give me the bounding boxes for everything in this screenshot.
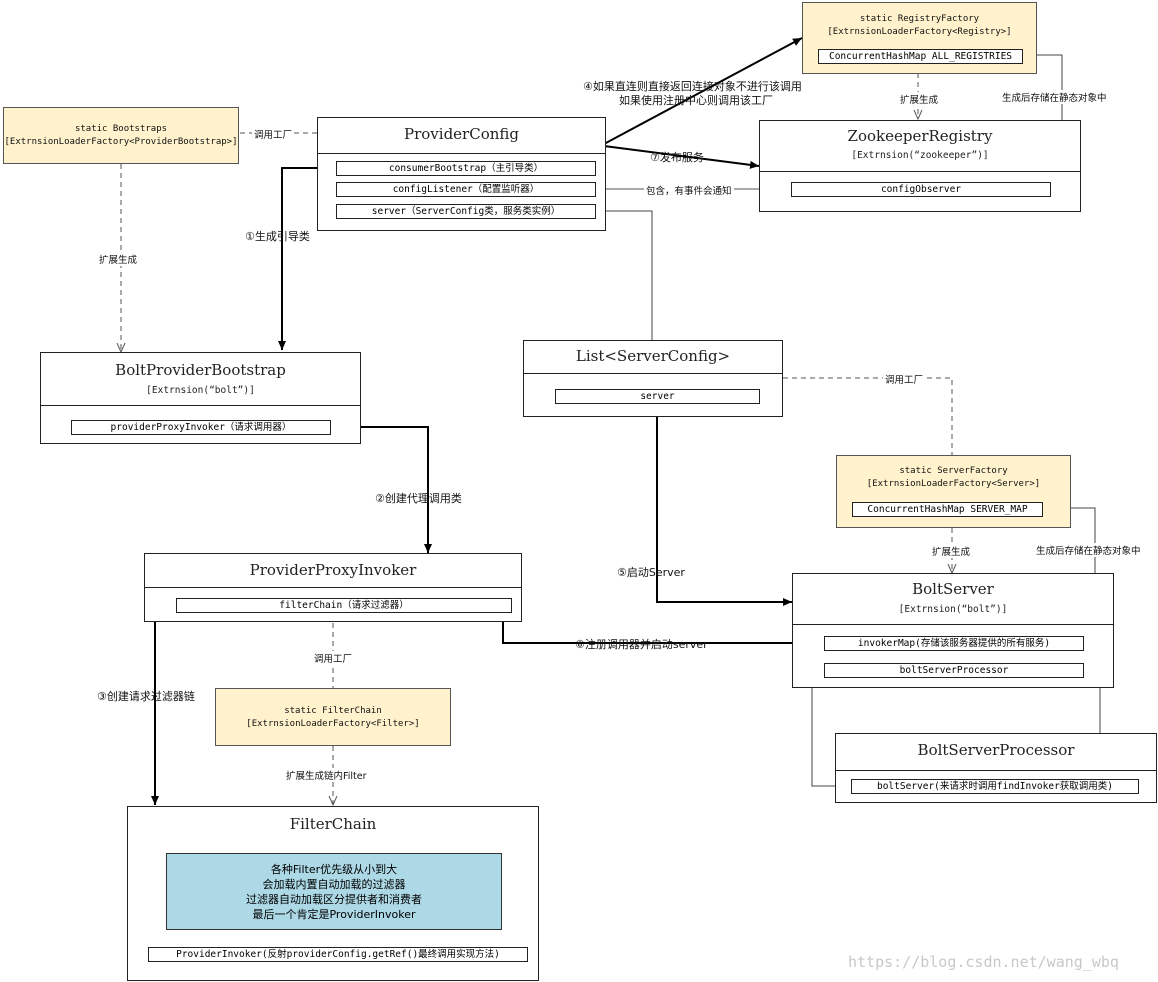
zookeeper-registry-divider — [760, 171, 1080, 172]
filter-note: 最后一个肯定是ProviderInvoker — [252, 908, 416, 921]
bolt-server-processor-title: BoltServerProcessor — [917, 741, 1075, 759]
step6-label: ⑥注册调用器并启动server — [575, 638, 708, 651]
step2-connector — [330, 426, 432, 553]
provider-config-box: ProviderConfig consumerBootstrap（主引导类） c… — [317, 117, 606, 231]
extend-filter-label: 扩展生成链内Filter — [284, 768, 369, 782]
provider-invoker-field: ProviderInvoker(反射providerConfig.getRef(… — [148, 947, 528, 962]
server-factory-title: static ServerFactory — [899, 466, 1008, 476]
provider-config-title: ProviderConfig — [404, 125, 519, 143]
bootstraps-box: static Bootstraps [ExtrnsionLoaderFactor… — [3, 107, 239, 164]
store-static-label: 生成后存储在静态对象中 — [1034, 543, 1143, 557]
step2-label: ②创建代理调用类 — [375, 492, 462, 505]
bolt-server-title: BoltServer — [912, 580, 994, 598]
provider-proxy-invoker-box: ProviderProxyInvoker filterChain（请求过滤器） — [144, 553, 522, 622]
server-config-list-divider — [524, 373, 782, 374]
step6-connector — [502, 622, 824, 647]
bolt-server-processor-field: boltServerProcessor — [824, 663, 1084, 678]
server-config-field: server（ServerConfig类，服务类实例） — [336, 204, 596, 219]
filter-chain-title: FilterChain — [289, 815, 377, 833]
registry-factory-title: static RegistryFactory — [859, 14, 980, 24]
watermark: https://blog.csdn.net/wang_wbq — [848, 953, 1119, 971]
server-factory-generic: [ExtrnsionLoaderFactory<Server>] — [866, 479, 1041, 489]
zookeeper-registry-box: ZookeeperRegistry [Extrnsion(“zookeeper”… — [759, 120, 1081, 212]
filter-chain-factory-title: static FilterChain — [284, 706, 382, 716]
bootstraps-title: static Bootstraps — [74, 124, 168, 134]
bolt-provider-bootstrap-box: BoltProviderBootstrap [Extrnsion(“bolt”)… — [40, 352, 361, 444]
registry-factory-generic: [ExtrnsionLoaderFactory<Registry>] — [827, 27, 1012, 37]
bolt-server-divider — [793, 624, 1113, 625]
all-registries-field: ConcurrentHashMap ALL_REGISTRIES — [818, 49, 1023, 64]
list-call-serverfactory-connector — [783, 377, 953, 455]
extend-label: 扩展生成 — [930, 544, 973, 558]
server-factory-box: static ServerFactory [ExtrnsionLoaderFac… — [836, 455, 1071, 528]
call-factory-label: 调用工厂 — [252, 127, 295, 141]
bolt-provider-bootstrap-title: BoltProviderBootstrap — [115, 361, 286, 379]
consumer-bootstrap-field: consumerBootstrap（主引导类） — [336, 161, 596, 176]
filter-note: 会加载内置自动加载的过滤器 — [262, 878, 406, 891]
server-config-list-box: List<ServerConfig> server — [523, 340, 783, 417]
zookeeper-registry-extension: [Extrnsion(“zookeeper”)] — [851, 150, 989, 161]
step4-label-line1: ④如果直连则直接返回连接对象不进行该调用 — [583, 80, 802, 93]
step3-connector — [151, 605, 176, 805]
call-factory-label: 调用工厂 — [883, 372, 926, 386]
filter-chain-notes: 各种Filter优先级从小到大 会加载内置自动加载的过滤器 过滤器自动加载区分提… — [166, 853, 502, 930]
config-listener-field: configListener（配置监听器） — [336, 182, 596, 197]
server-list-field: server — [555, 389, 760, 404]
filter-chain-factory-box: static FilterChain [ExtrnsionLoaderFacto… — [215, 688, 451, 746]
config-observer-field: configObserver — [791, 182, 1051, 197]
step3-label: ③创建请求过滤器链 — [97, 690, 195, 703]
step7-label: ⑦发布服务 — [650, 151, 704, 164]
provider-proxy-invoker-title: ProviderProxyInvoker — [249, 561, 417, 579]
bolt-provider-bootstrap-divider — [41, 405, 360, 406]
server-map-field: ConcurrentHashMap SERVER_MAP — [852, 502, 1043, 517]
step7-connector — [603, 145, 760, 169]
bootstraps-generic: [ExtrnsionLoaderFactory<ProviderBootstra… — [4, 137, 238, 147]
call-factory-label: 调用工厂 — [312, 651, 355, 665]
step1-label: ①生成引导类 — [245, 230, 310, 243]
server-list-connector — [595, 210, 653, 340]
step5-label: ⑤启动Server — [617, 566, 685, 579]
bolt-server-backref-field: boltServer(来请求时调用findInvoker获取调用类) — [851, 779, 1139, 794]
contains-notify-label: 包含，有事件会通知 — [644, 183, 734, 197]
step4-connector — [603, 37, 803, 145]
provider-proxy-invoker-divider — [145, 587, 521, 588]
bolt-provider-bootstrap-extension: [Extrnsion(“bolt”)] — [146, 385, 255, 396]
filter-note: 过滤器自动加载区分提供者和消费者 — [246, 893, 422, 906]
extend-label: 扩展生成 — [97, 252, 140, 266]
filter-note: 各种Filter优先级从小到大 — [270, 863, 398, 876]
invoker-map-field: invokerMap(存储该服务器提供的所有服务) — [824, 636, 1084, 651]
bolt-server-box: BoltServer [Extrnsion(“bolt”)] invokerMa… — [792, 573, 1114, 688]
bolt-server-processor-divider — [836, 770, 1156, 771]
registry-factory-box: static RegistryFactory [ExtrnsionLoaderF… — [802, 2, 1037, 74]
filter-chain-field: filterChain（请求过滤器） — [176, 598, 512, 613]
step5-connector — [656, 402, 792, 606]
filter-chain-box: FilterChain 各种Filter优先级从小到大 会加载内置自动加载的过滤… — [127, 806, 539, 981]
provider-config-divider — [318, 153, 605, 154]
filter-chain-factory-generic: [ExtrnsionLoaderFactory<Filter>] — [246, 719, 420, 729]
server-config-list-title: List<ServerConfig> — [575, 347, 731, 365]
bolt-server-processor-box: BoltServerProcessor boltServer(来请求时调用fin… — [835, 733, 1157, 803]
step4-label-line2: 如果使用注册中心则调用该工厂 — [619, 94, 773, 107]
provider-proxy-invoker-field: providerProxyInvoker（请求调用器） — [71, 420, 331, 435]
zookeeper-registry-title: ZookeeperRegistry — [847, 127, 993, 145]
extend-label: 扩展生成 — [898, 92, 941, 106]
store-static-label: 生成后存储在静态对象中 — [1000, 90, 1109, 104]
bolt-server-extension: [Extrnsion(“bolt”)] — [898, 604, 1008, 615]
